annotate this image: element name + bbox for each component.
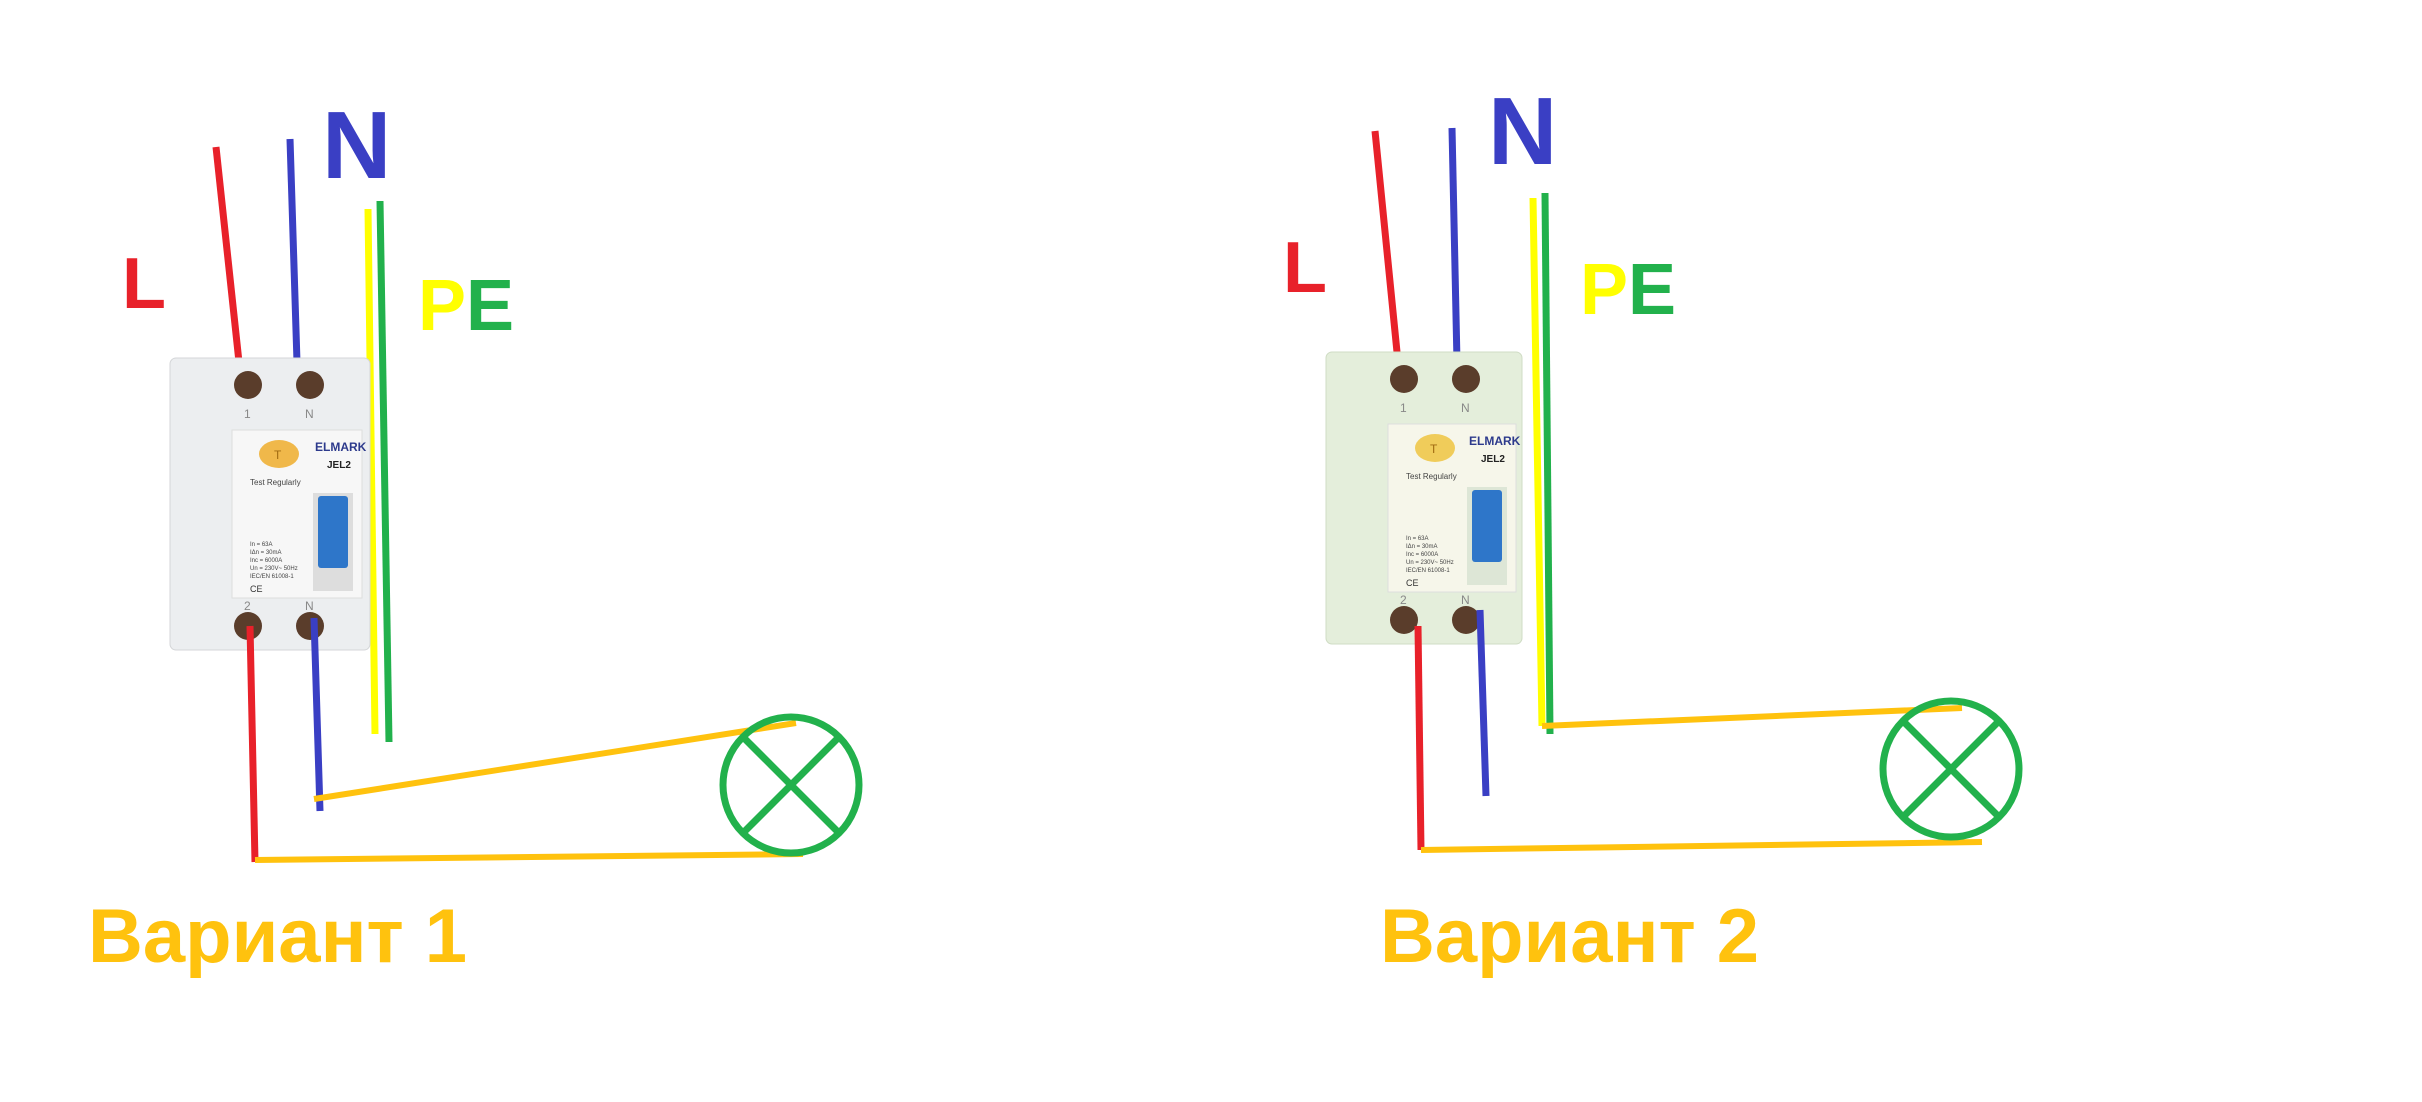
- brand-label: ELMARK: [315, 440, 367, 454]
- wire-PE-green: [1541, 192, 1554, 735]
- svg-text:IΔn = 30mA: IΔn = 30mA: [250, 550, 282, 556]
- svg-text:N: N: [305, 407, 314, 421]
- terminal-screw: [234, 371, 262, 399]
- svg-text:T: T: [274, 448, 282, 462]
- svg-text:N: N: [1461, 401, 1470, 415]
- toggle-lever: [318, 496, 348, 568]
- label-N: N: [1488, 78, 1557, 185]
- brand-label: ELMARK: [1469, 434, 1521, 448]
- variant-1: L N PE 1 N 2 N T ELMARK JEL2 Test Regula…: [88, 92, 863, 979]
- svg-text:N: N: [1461, 593, 1470, 607]
- svg-text:Un = 230V~ 50Hz: Un = 230V~ 50Hz: [1406, 560, 1454, 566]
- svg-text:Un = 230V~ 50Hz: Un = 230V~ 50Hz: [250, 566, 298, 572]
- svg-text:IEC/EN 61008-1: IEC/EN 61008-1: [1406, 568, 1450, 574]
- svg-text:Test Regularly: Test Regularly: [250, 478, 301, 487]
- svg-text:Inc = 6000A: Inc = 6000A: [250, 558, 282, 564]
- wire-L-out: [246, 625, 259, 863]
- wire-N-in: [286, 138, 301, 363]
- svg-text:2: 2: [244, 599, 251, 613]
- wire-N-in: [1448, 127, 1461, 363]
- wire-PE-green: [376, 200, 393, 743]
- terminal-screw: [1452, 365, 1480, 393]
- terminal-screw: [1390, 606, 1418, 634]
- svg-text:1: 1: [1400, 401, 1407, 415]
- svg-text:JEL2: JEL2: [1481, 454, 1505, 465]
- svg-text:T: T: [1430, 442, 1438, 456]
- terminal-screw: [296, 612, 324, 640]
- svg-text:1: 1: [244, 407, 251, 421]
- terminal-screw: [1452, 606, 1480, 634]
- terminal-screw: [1390, 365, 1418, 393]
- svg-text:2: 2: [1400, 593, 1407, 607]
- load-wire-bottom: [1420, 839, 1983, 853]
- svg-text:In = 63A: In = 63A: [250, 542, 273, 548]
- label-L: L: [1283, 228, 1327, 308]
- variant-2: L N PE 1 N 2 N T ELMARK JEL2 Test Regula…: [1283, 78, 2023, 979]
- svg-text:IEC/EN 61008-1: IEC/EN 61008-1: [250, 574, 294, 580]
- svg-text:CE: CE: [250, 584, 263, 594]
- variant-title: Вариант 1: [88, 894, 467, 979]
- wire-N-out: [310, 617, 324, 812]
- label-L: L: [122, 244, 166, 324]
- load-wire-top: [1541, 705, 1963, 729]
- svg-text:Inc = 6000A: Inc = 6000A: [1406, 552, 1438, 558]
- wire-PE-yellow: [364, 208, 379, 735]
- wire-N-out: [1476, 609, 1490, 797]
- rcd-device: 1 N 2 N T ELMARK JEL2 Test Regularly In …: [169, 357, 371, 651]
- wire-L-out: [1414, 625, 1425, 851]
- label-PE: PE: [418, 266, 514, 346]
- svg-text:N: N: [305, 599, 314, 613]
- load-wire-bottom: [254, 851, 804, 863]
- toggle-lever: [1472, 490, 1502, 562]
- wire-PE-yellow: [1529, 197, 1546, 727]
- rcd-device: 1 N 2 N T ELMARK JEL2 Test Regularly In …: [1325, 351, 1523, 645]
- lamp-icon: [1879, 697, 2023, 841]
- lamp-icon: [719, 713, 863, 857]
- svg-text:In = 63A: In = 63A: [1406, 536, 1429, 542]
- test-button: [259, 440, 299, 468]
- svg-text:CE: CE: [1406, 578, 1419, 588]
- wire-L-in: [212, 146, 243, 363]
- label-N: N: [322, 92, 391, 199]
- svg-text:Test Regularly: Test Regularly: [1406, 472, 1457, 481]
- terminal-screw: [296, 371, 324, 399]
- terminal-screw: [234, 612, 262, 640]
- variant-title: Вариант 2: [1380, 894, 1759, 979]
- load-wire-top: [313, 720, 797, 802]
- wire-L-in: [1371, 130, 1402, 363]
- svg-text:IΔn = 30mA: IΔn = 30mA: [1406, 544, 1438, 550]
- label-PE-E: E: [466, 266, 514, 346]
- svg-text:JEL2: JEL2: [327, 460, 351, 471]
- label-PE-P: P: [418, 266, 466, 346]
- label-PE: PE: [1580, 250, 1676, 330]
- test-button: [1415, 434, 1455, 462]
